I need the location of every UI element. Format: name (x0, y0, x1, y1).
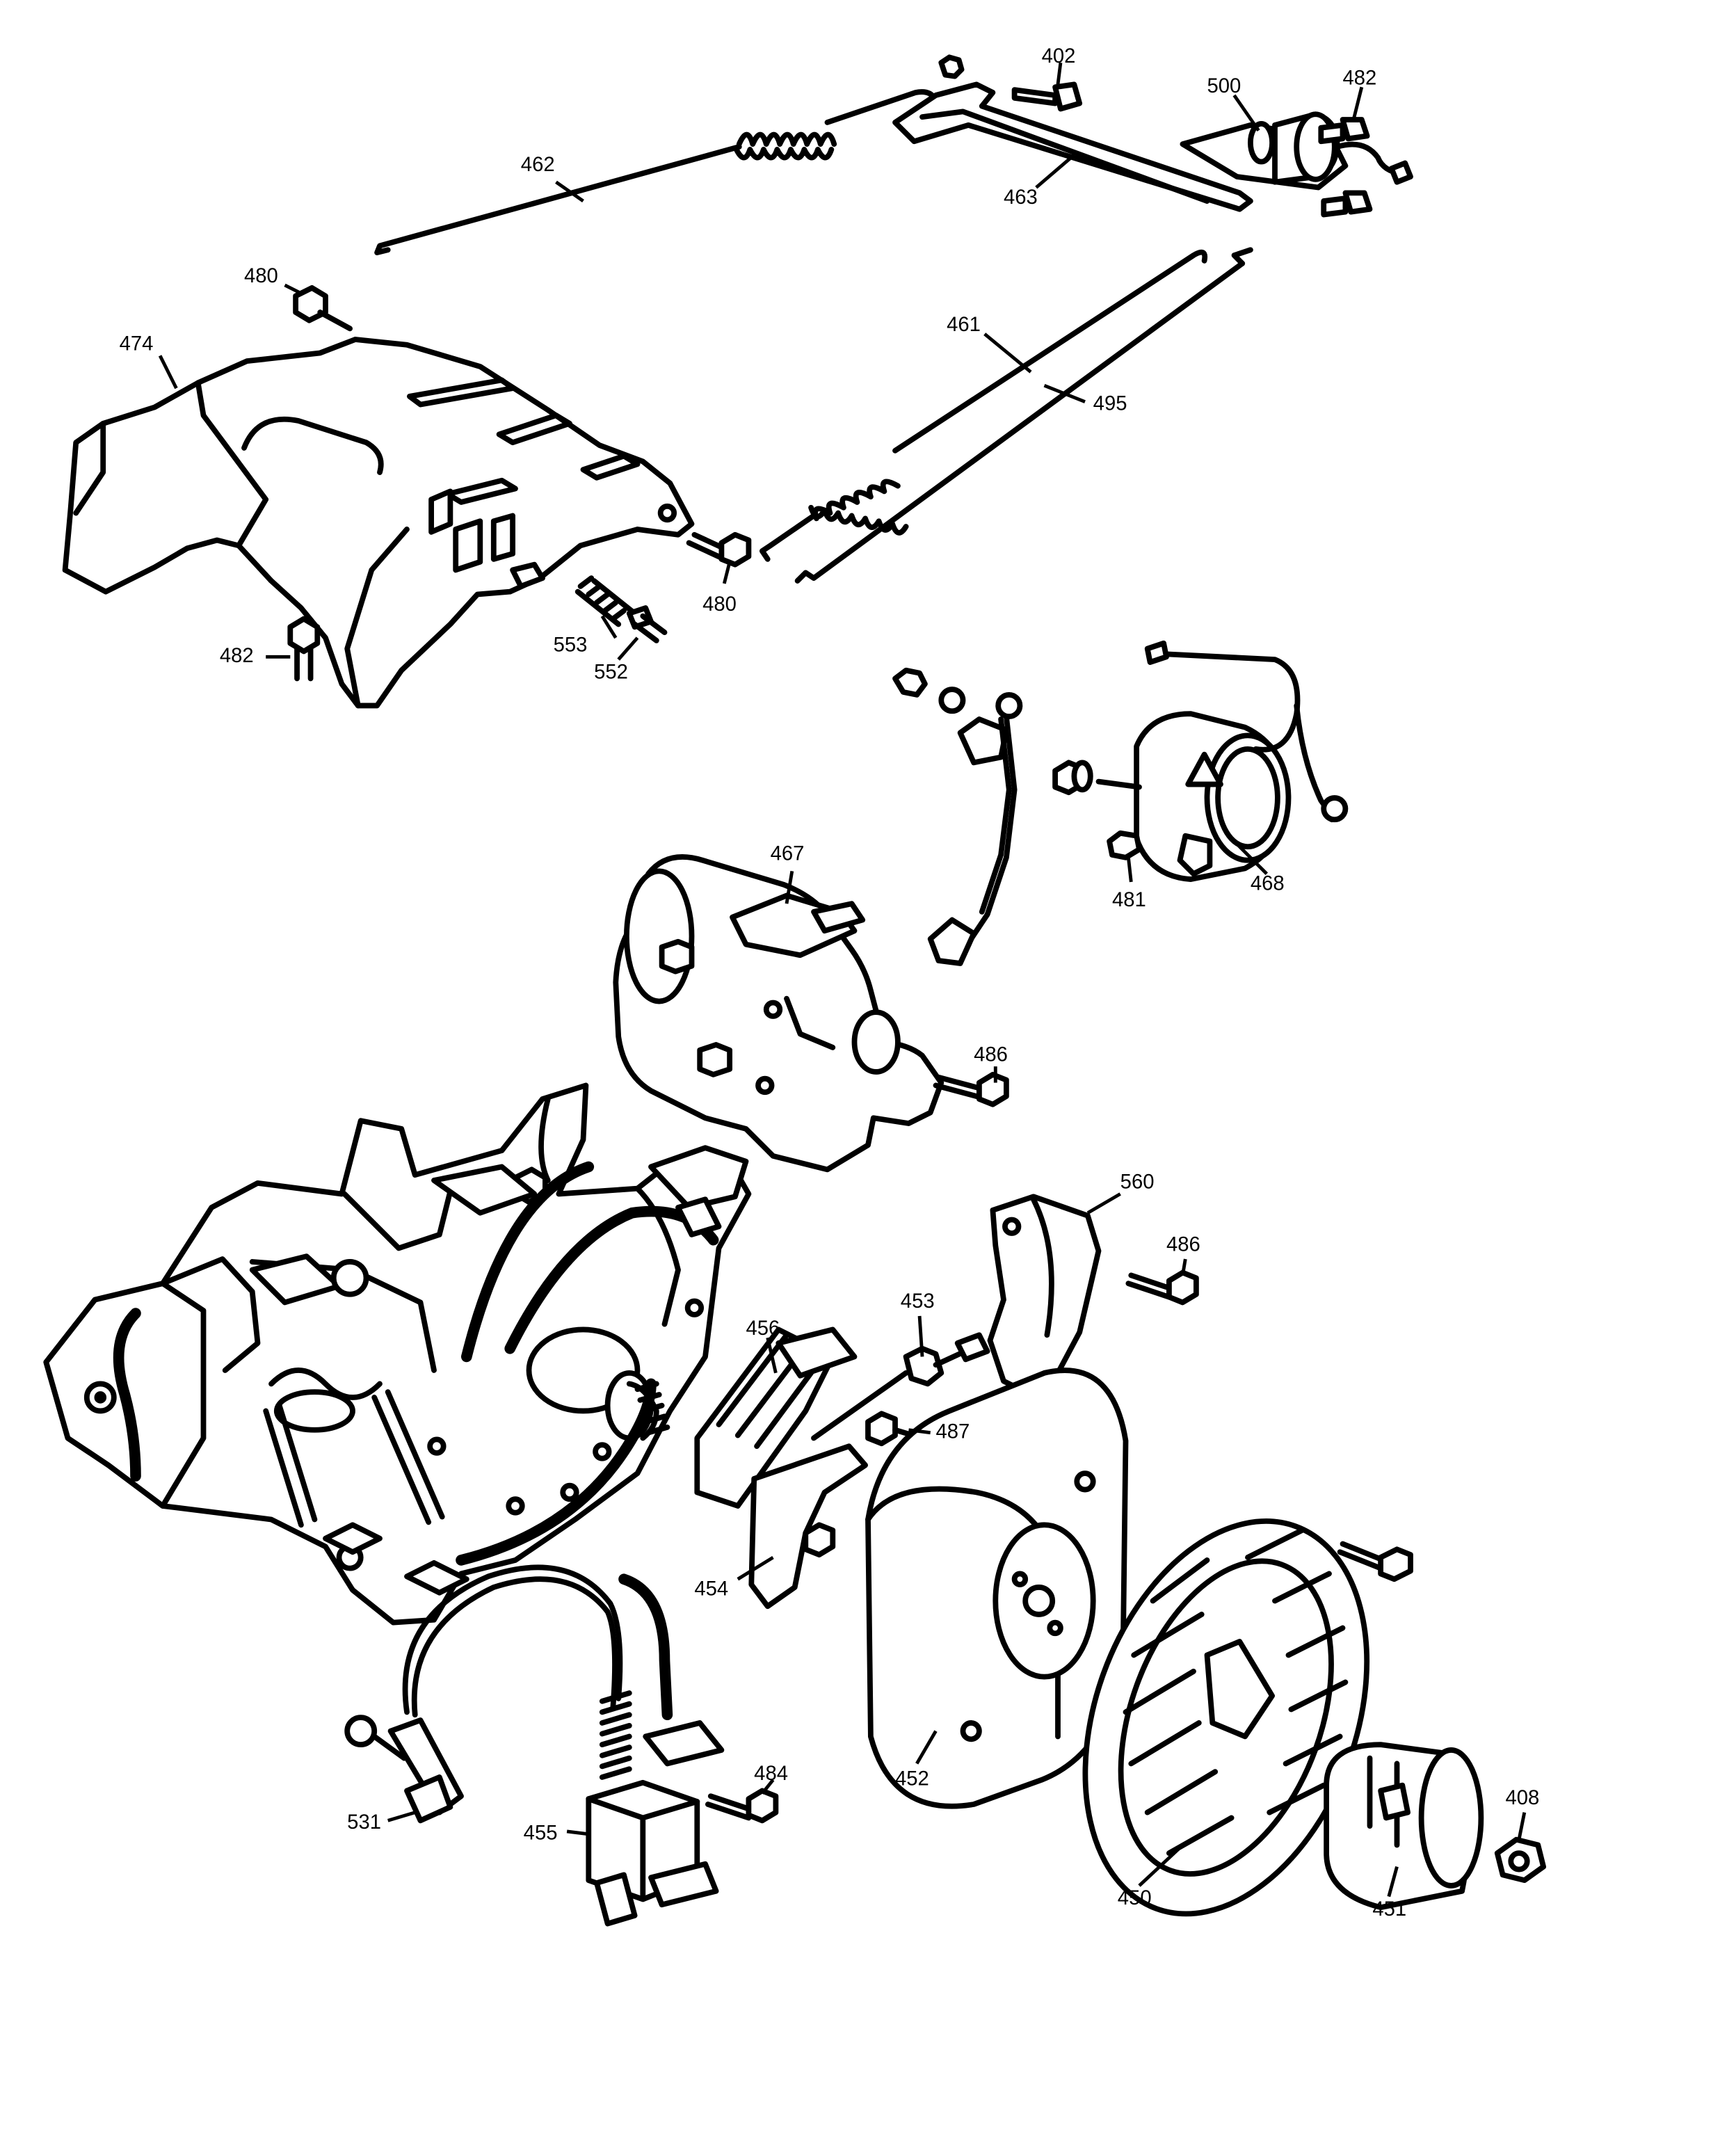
bolt-486-lower (1125, 1269, 1199, 1306)
spring-553 (574, 575, 638, 627)
nut-408 (1494, 1836, 1546, 1884)
bolt-flywheel (1337, 1541, 1413, 1582)
callout-463: 463 (1004, 186, 1038, 209)
callout-450: 450 (1118, 1887, 1152, 1909)
callout-480: 480 (702, 593, 737, 616)
callout-487: 487 (935, 1420, 970, 1443)
callout-453: 453 (901, 1290, 935, 1313)
callout-486: 486 (1166, 1233, 1200, 1256)
callout-552: 552 (594, 661, 628, 683)
bolt-487 (865, 1411, 925, 1447)
ignition-coil-455 (586, 1690, 725, 1927)
bolt-480-upper (293, 284, 353, 332)
callout-560: 560 (1120, 1171, 1155, 1194)
callout-486: 486 (974, 1043, 1008, 1066)
callout-452: 452 (895, 1768, 929, 1790)
throttle-plate-463 (892, 81, 1253, 212)
flywheel-450 (1082, 1518, 1370, 1917)
callout-484: 484 (754, 1763, 788, 1785)
callout-455: 455 (524, 1822, 558, 1845)
bolt-482-left (287, 616, 321, 682)
callout-456: 456 (746, 1317, 780, 1340)
bracket-454 (748, 1443, 868, 1610)
nut-top (938, 54, 965, 79)
engine-block (43, 1082, 752, 1626)
governor-rod-461 (759, 249, 1208, 562)
bracket-560 (987, 1194, 1102, 1397)
callout-482: 482 (220, 645, 254, 667)
bolt-402 (1011, 81, 1083, 112)
starter-cable (892, 667, 1023, 966)
choke-rod-495 (794, 247, 1253, 584)
callout-500: 500 (1207, 75, 1241, 97)
callout-553: 553 (554, 634, 588, 656)
callout-474: 474 (120, 333, 154, 355)
bolt-486-upper (933, 1071, 1009, 1107)
leader-lines (158, 62, 1527, 1898)
stator-452 (865, 1368, 1129, 1809)
callout-480: 480 (244, 265, 278, 287)
callout-468: 468 (1251, 873, 1285, 895)
solenoid-468 (1052, 640, 1349, 882)
callout-451: 451 (1372, 1898, 1406, 1921)
bolt-484 (705, 1788, 779, 1824)
callout-408: 408 (1505, 1787, 1539, 1809)
throttle-rod-462 (374, 89, 938, 256)
callout-454: 454 (694, 1578, 728, 1601)
callout-467: 467 (771, 843, 805, 865)
callout-402: 402 (1042, 45, 1076, 67)
callout-482: 482 (1342, 67, 1376, 89)
callout-531: 531 (347, 1811, 381, 1834)
callout-481: 481 (1112, 889, 1146, 911)
callout-labels: 402 500 482 462 463 480 474 461 495 480 … (120, 45, 1540, 1921)
blower-housing-474 (62, 337, 695, 709)
callout-495: 495 (1093, 392, 1127, 415)
solenoid-500 (1180, 111, 1413, 191)
callout-462: 462 (521, 154, 555, 176)
starter-motor-467 (613, 854, 945, 1173)
module-456 (694, 1326, 858, 1509)
bolt-480-lower (686, 531, 752, 568)
bolt-482-top (1318, 117, 1373, 218)
spark-plug-boot-531 (344, 1564, 673, 1824)
callout-461: 461 (947, 314, 981, 336)
cup-451 (1324, 1742, 1484, 1911)
screw-552 (626, 605, 668, 643)
